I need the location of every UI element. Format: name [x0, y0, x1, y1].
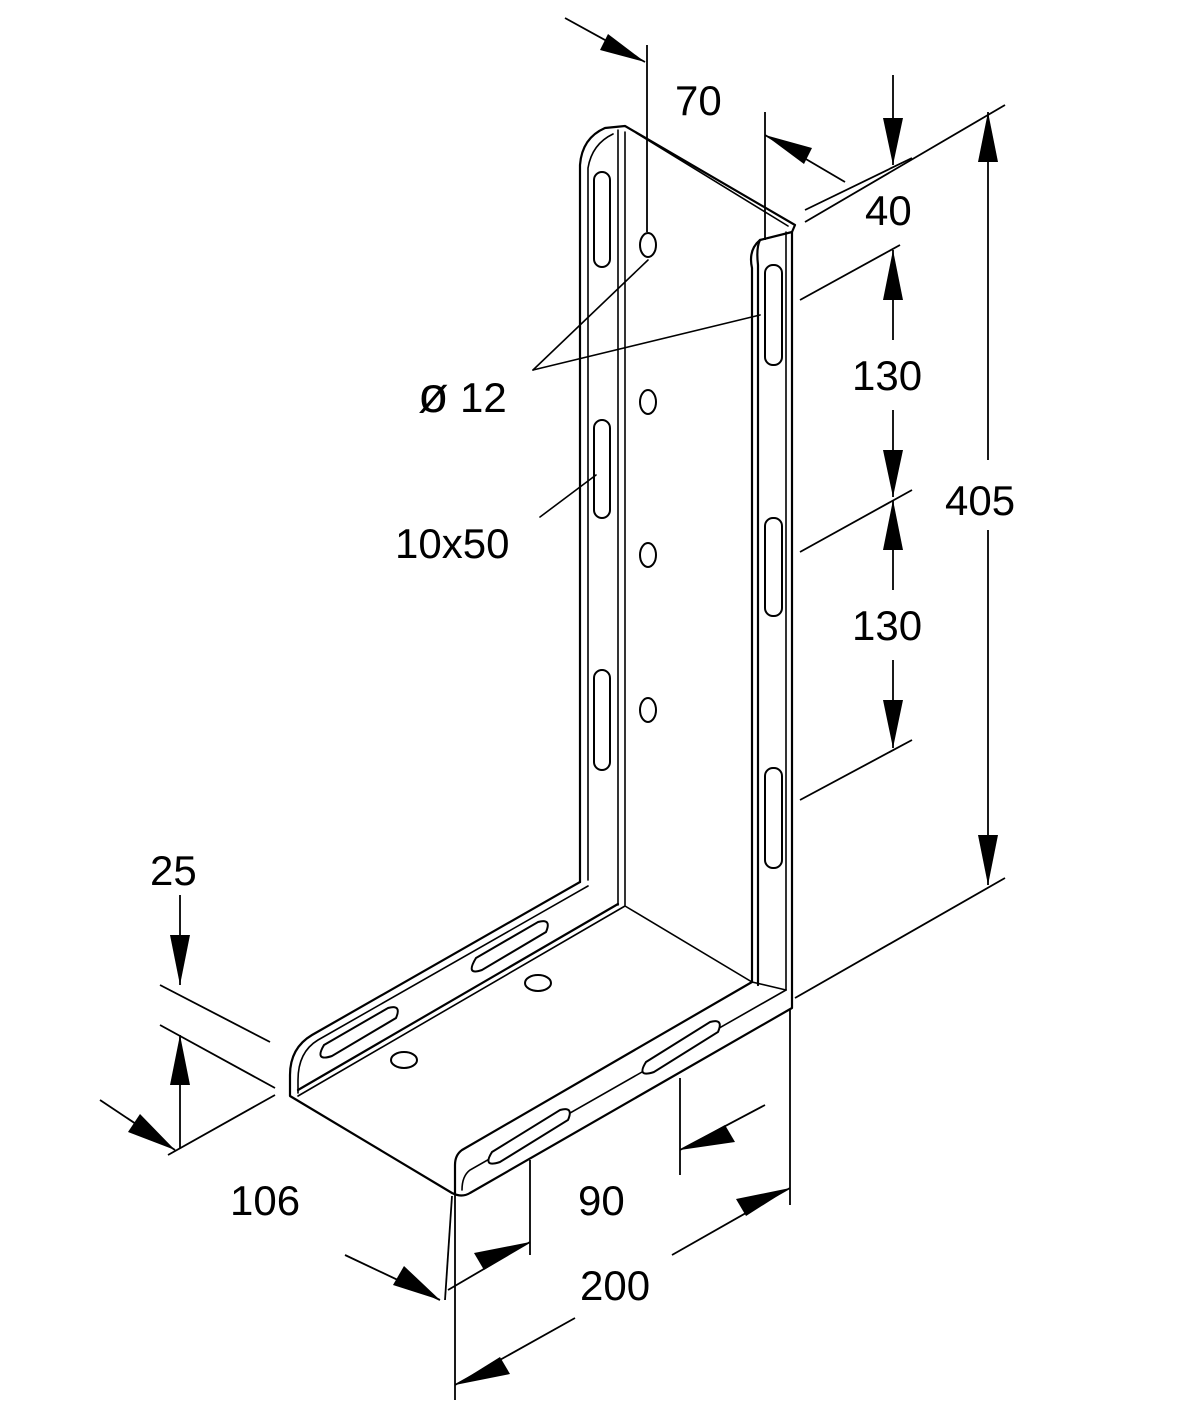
label-spacing-1: 130: [852, 352, 922, 399]
slot: [764, 767, 783, 869]
hole: [639, 232, 657, 258]
hole: [639, 697, 657, 723]
vertical-holes: [639, 232, 657, 723]
slot: [470, 920, 549, 973]
label-hole-diameter: 12: [460, 374, 507, 421]
hole: [524, 974, 552, 992]
label-length: 200: [580, 1262, 650, 1309]
label-depth: 106: [230, 1177, 300, 1224]
slot: [641, 1020, 721, 1075]
slot: [593, 669, 611, 771]
label-slot-size: 10x50: [395, 520, 509, 567]
hole: [390, 1051, 418, 1069]
dimension-labels: 70 40 ø 12 10x50 130 130 405 25 106 90 2…: [150, 77, 1015, 1309]
slot: [487, 1108, 571, 1165]
base-plate: [288, 880, 794, 1197]
vertical-plate: [578, 124, 797, 1000]
hole: [639, 542, 657, 568]
label-flange: 25: [150, 847, 197, 894]
label-height: 405: [945, 477, 1015, 524]
slot: [593, 419, 611, 519]
dimension-lines: [99, 17, 1006, 1400]
base-slots: [319, 920, 721, 1165]
label-top-offset: 70: [675, 77, 722, 124]
slot: [319, 1006, 399, 1059]
diameter-symbol: ø: [418, 367, 449, 423]
slot: [764, 264, 783, 366]
label-spacing-2: 130: [852, 602, 922, 649]
hole: [639, 389, 657, 415]
label-top-gap: 40: [865, 187, 912, 234]
slot: [593, 171, 611, 268]
label-slot-offset: 90: [578, 1177, 625, 1224]
slot: [764, 517, 783, 617]
vertical-slots: [593, 171, 783, 869]
